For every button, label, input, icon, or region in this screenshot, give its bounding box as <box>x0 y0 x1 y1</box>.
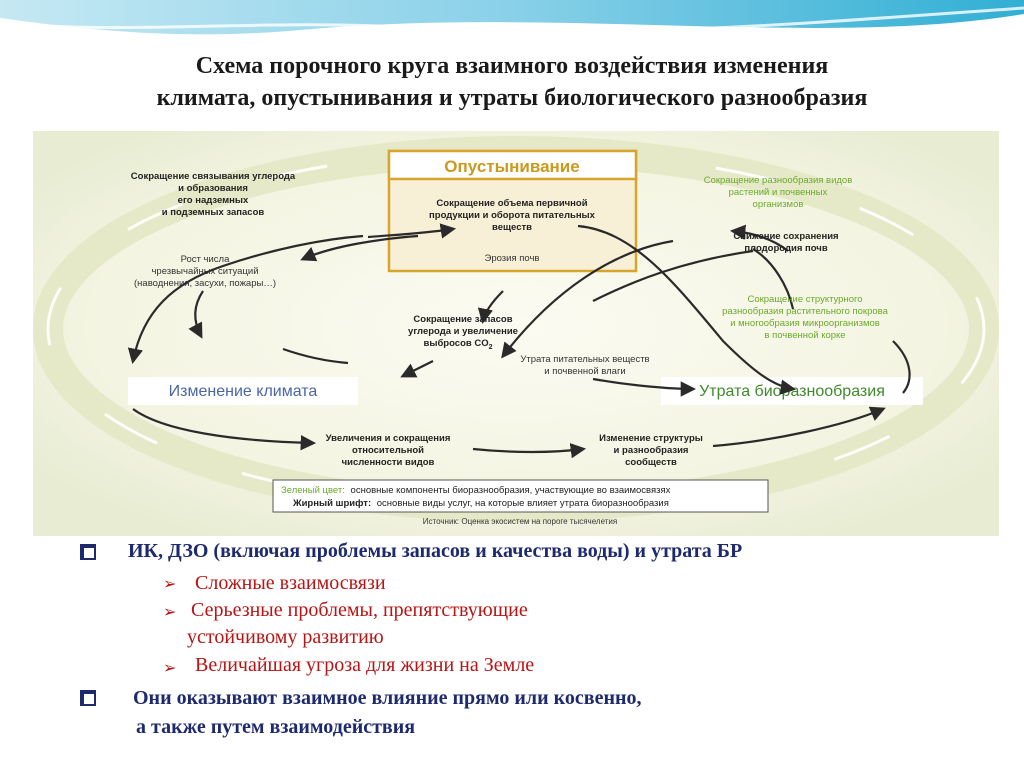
arrow-erosion-to-stocks <box>477 290 504 325</box>
biodiversity-loss-label: Утрата биоразнообразия <box>699 383 885 400</box>
square-bullet-icon <box>80 690 96 706</box>
arrow-center-right <box>501 239 674 359</box>
legend-green-row: Зеленый цвет: основные компоненты биораз… <box>281 485 671 496</box>
arrow-climate-to-abundance <box>132 408 317 451</box>
desertification-box-header <box>387 149 638 181</box>
bullet-list: ИК, ДЗО (включая проблемы запасов и каче… <box>0 540 1024 768</box>
species-diversity-line2: растений и почвенных <box>729 187 828 198</box>
slide-title: Схема порочного круга взаимного воздейст… <box>40 50 984 114</box>
legend-green-text: основные компоненты биоразнообразия, уча… <box>351 485 671 496</box>
legend-bold-text: основные виды услуг, на которые влияет у… <box>377 498 669 509</box>
arrow-right-lower <box>577 224 797 395</box>
legend-bold-label: Жирный шрифт: <box>292 498 371 509</box>
bullet-1: ИК, ДЗО (включая проблемы запасов и каче… <box>128 540 743 562</box>
extreme-events-line2: чрезвычайных ситуаций <box>151 266 258 277</box>
source-note: Источник: Оценка экосистем на пороге тыс… <box>423 517 617 526</box>
structural-diversity-line1: Сокращение структурного <box>747 294 862 305</box>
carbon-stocks-line1: Сокращение запасов <box>413 314 512 325</box>
community-structure-line3: сообществ <box>625 457 677 468</box>
bullet-1-sub-1: Сложные взаимосвязи <box>195 572 386 594</box>
climate-change-label: Изменение климата <box>169 383 318 400</box>
community-structure-line1: Изменение структуры <box>599 433 703 444</box>
bullet-1-sub-2-line1: Серьезные проблемы, препятствующие <box>191 599 528 621</box>
arrow-carbon-binding <box>300 234 419 262</box>
carbon-stocks-line2: углерода и увеличение <box>408 326 518 337</box>
desertification-title: Опустынивание <box>444 157 579 176</box>
soil-erosion-label: Эрозия почв <box>485 253 540 264</box>
species-diversity-line1: Сокращение разнообразия видов <box>704 175 853 186</box>
arrow-nutrient-to-biodiv <box>592 377 697 397</box>
arrow-abundance-to-community <box>472 442 587 459</box>
primary-production-line3: веществ <box>492 222 532 233</box>
structural-diversity-line3: и многообразия микроорганизмов <box>730 318 880 329</box>
carbon-binding-line3: его надземных <box>178 195 249 206</box>
slide-title-line1: Схема порочного круга взаимного воздейст… <box>195 53 829 79</box>
species-abundance-line3: численности видов <box>342 457 435 468</box>
bullet-1-sub-3: Величайшая угроза для жизни на Земле <box>195 654 535 676</box>
legend-green-label: Зеленый цвет: <box>281 485 345 496</box>
square-bullet-icon <box>80 544 96 560</box>
co2-text: выбросов CO <box>423 338 488 349</box>
arrow-species-inner <box>592 249 754 302</box>
climate-label-bg <box>128 377 358 405</box>
arrow-bullet-icon: ➢ <box>163 658 177 677</box>
extreme-events-line1: Рост числа <box>181 254 230 265</box>
arrow-left-outer <box>127 234 364 365</box>
primary-production-line1: Сокращение объема первичной <box>436 198 587 209</box>
bullet-2-line1: Они оказывают взаимное влияние прямо или… <box>133 687 642 709</box>
header-wave-decoration <box>0 0 1024 35</box>
co2-line: выбросов CO2 <box>423 338 492 351</box>
legend-box <box>272 479 769 513</box>
carbon-binding-line1: Сокращение связывания углерода <box>131 171 296 182</box>
arrow-bullet-icon: ➢ <box>163 574 177 593</box>
fertility-line2: плодородия почв <box>744 243 828 254</box>
species-abundance-line1: Увеличения и сокращения <box>326 433 451 444</box>
nutrient-loss-line1: Утрата питательных веществ <box>520 354 649 365</box>
arrow-species-to-fertility <box>729 224 789 252</box>
primary-production-line2: продукции и оборота питательных <box>429 210 596 221</box>
species-abundance-line2: относительной <box>352 445 424 456</box>
extreme-events-line3: (наводнения, засухи, пожары…) <box>134 278 276 289</box>
cycle-diagram: Опустынивание Изменение климата Утрата б… <box>33 131 999 536</box>
arrow-events-down <box>282 347 349 365</box>
species-diversity-line3: организмов <box>753 199 804 210</box>
legend-bold-row: Жирный шрифт: основные виды услуг, на ко… <box>292 498 669 509</box>
carbon-binding-line2: и образования <box>178 183 248 194</box>
arrow-community-to-biodiv <box>712 406 886 448</box>
carbon-binding-line4: и подземных запасов <box>162 207 265 218</box>
bullet-2-line2: а также путем взаимодействия <box>136 716 416 738</box>
arrow-right-upper <box>752 248 795 310</box>
co2-subscript: 2 <box>489 344 493 351</box>
fertility-line1: Снижение сохранения <box>733 231 838 242</box>
arrow-stocks-to-climate <box>400 360 434 378</box>
outer-ring-white-arrows <box>46 149 986 509</box>
cycle-arrows <box>127 223 911 459</box>
arrow-production-to-binding <box>367 223 457 239</box>
nutrient-loss-line2: и почвенной влаги <box>544 366 626 377</box>
arrow-events-to-climate <box>188 290 204 339</box>
structural-diversity-line4: в почвенной корке <box>764 330 845 341</box>
arrow-structural-down <box>892 340 911 394</box>
community-structure-line2: и разнообразия <box>614 445 689 456</box>
slide-title-line2: климата, опустынивания и утраты биологич… <box>156 85 868 111</box>
arrow-bullet-icon: ➢ <box>163 602 177 621</box>
bullet-1-sub-2-line2: устойчивому развитию <box>187 626 384 648</box>
structural-diversity-line2: разнообразия растительного покрова <box>722 306 888 317</box>
